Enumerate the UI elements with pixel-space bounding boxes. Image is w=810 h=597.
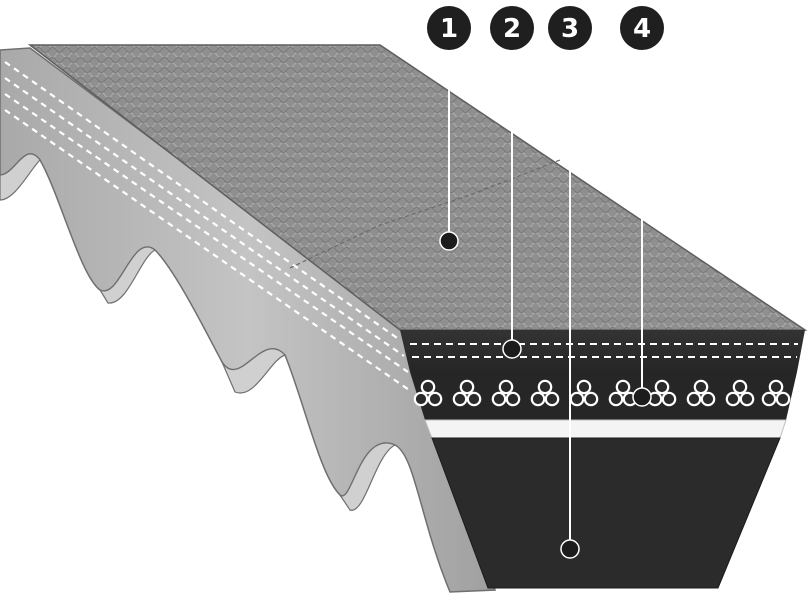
cord-strand [544, 391, 560, 407]
cord-bundle [761, 379, 791, 407]
upper-band-layer [400, 330, 805, 372]
callout-4-number: 4 [633, 14, 651, 44]
cord-strand [693, 379, 709, 395]
cord-strand [768, 379, 784, 395]
cord-bundle [725, 379, 755, 407]
cord-strand [739, 391, 755, 407]
cord-strand [452, 391, 468, 407]
cord-strand [420, 379, 436, 395]
callout-3: 3 [548, 6, 592, 559]
callouts: 1 2 3 4 [427, 6, 664, 559]
cord-strand [576, 379, 592, 395]
callout-4-badge [620, 6, 664, 50]
compression-section [431, 437, 781, 589]
cord-strand [775, 391, 791, 407]
tensile-cords [413, 379, 791, 407]
side-stitch-lines [4, 61, 413, 393]
cord-strand [537, 379, 553, 395]
separator-band [424, 419, 787, 439]
cord-bundle [491, 379, 521, 407]
callout-2: 2 [490, 6, 534, 359]
cog-troughs [0, 153, 397, 511]
callout-1-badge [427, 6, 471, 50]
cross-section-face [400, 330, 805, 589]
cord-strand [491, 391, 507, 407]
cord-strand [530, 391, 546, 407]
callout-1-number: 1 [440, 14, 458, 44]
cord-strand [732, 379, 748, 395]
cord-strand [661, 391, 677, 407]
cord-strand [466, 391, 482, 407]
cord-strand [686, 391, 702, 407]
cord-strand [569, 391, 585, 407]
cord-bundle [413, 379, 443, 407]
callout-1: 1 [427, 6, 471, 251]
cord-strand [608, 391, 624, 407]
callout-2-number: 2 [503, 14, 521, 44]
cord-bundle [608, 379, 638, 407]
cord-strand [761, 391, 777, 407]
cord-strand [498, 379, 514, 395]
cord-strand [427, 391, 443, 407]
callout-4-dot [632, 387, 652, 407]
callout-2-dot [502, 339, 522, 359]
cord-strand [459, 379, 475, 395]
callout-3-badge [548, 6, 592, 50]
cord-bundle [452, 379, 482, 407]
callout-3-number: 3 [561, 14, 579, 44]
callout-2-badge [490, 6, 534, 50]
upper-band-stitches [410, 343, 798, 358]
callout-3-dot [560, 539, 580, 559]
cord-bundle [530, 379, 560, 407]
cord-bundle [569, 379, 599, 407]
cord-strand [505, 391, 521, 407]
cord-strand [583, 391, 599, 407]
callout-4: 4 [620, 6, 664, 407]
callout-1-dot [439, 231, 459, 251]
cord-strand [413, 391, 429, 407]
cord-strand [700, 391, 716, 407]
cord-bundle [686, 379, 716, 407]
cord-strand [654, 379, 670, 395]
cord-strand [725, 391, 741, 407]
cord-bundle [647, 379, 677, 407]
cord-strand [615, 379, 631, 395]
fabric-seam-line [289, 159, 561, 269]
